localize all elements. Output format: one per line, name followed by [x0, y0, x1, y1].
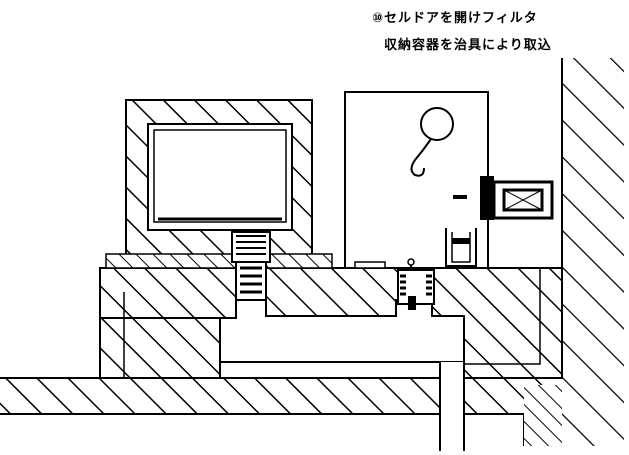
- channel-cavity: [219, 299, 465, 451]
- caption: ⑩セルドアを開けフィルタ 収納容器を治具により取込: [372, 11, 552, 53]
- right-connector: [397, 258, 435, 310]
- cell-door-panel: [344, 91, 489, 269]
- left-connector: [231, 231, 271, 301]
- caption-line-1: ⑩セルドアを開けフィルタ: [372, 11, 538, 26]
- floor-slab: [0, 377, 562, 446]
- side-window: [480, 176, 554, 220]
- filter-housing: [125, 99, 313, 257]
- right-wall: [523, 58, 624, 446]
- caption-line-2: 収納容器を治具により取込: [384, 37, 552, 53]
- base-plate: [105, 253, 333, 269]
